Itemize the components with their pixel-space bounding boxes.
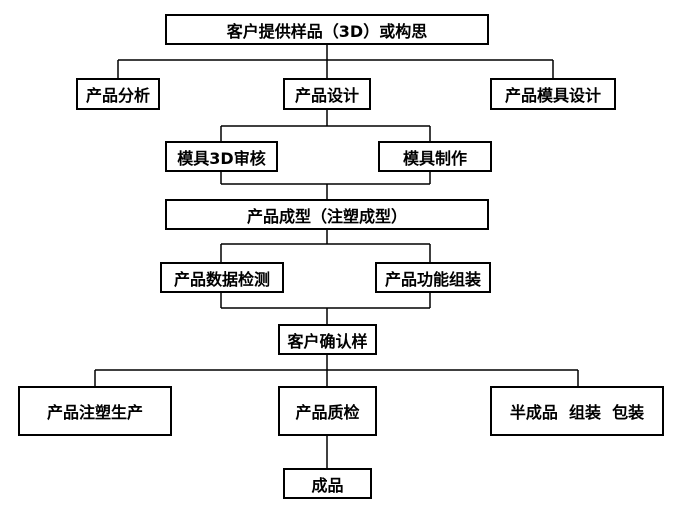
node-data-inspection: 产品数据检测 [160,262,284,293]
node-semi-finished-assembly-packaging: 半成品 组装 包装 [490,386,664,436]
node-function-assembly: 产品功能组装 [375,262,491,293]
node-product-design: 产品设计 [283,78,371,110]
node-client-confirm: 客户确认样 [278,324,377,355]
node-client-sample: 客户提供样品（3D）或构思 [165,14,489,45]
node-quality-check: 产品质检 [278,386,377,436]
node-mold-design: 产品模具设计 [490,78,616,110]
node-product-analysis: 产品分析 [76,78,160,110]
node-mold-3d-review: 模具3D审核 [165,141,278,172]
node-product-molding: 产品成型（注塑成型） [165,199,489,230]
node-injection-production: 产品注塑生产 [18,386,172,436]
node-mold-making: 模具制作 [378,141,492,172]
node-finished-product: 成品 [283,468,372,499]
